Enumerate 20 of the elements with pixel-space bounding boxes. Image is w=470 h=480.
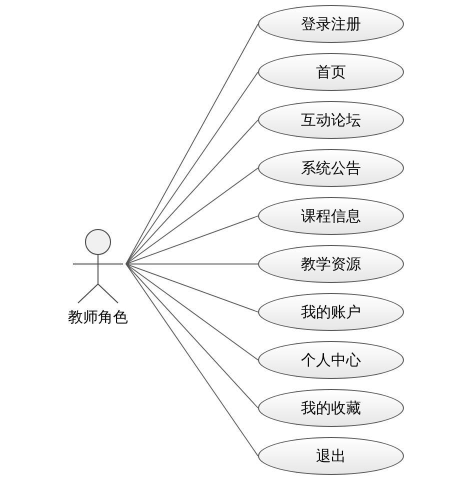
association-line — [126, 264, 258, 456]
use-case-ellipse: 课程信息 — [258, 197, 404, 235]
use-case-ellipse: 退出 — [258, 437, 404, 475]
use-case-ellipse: 教学资源 — [258, 245, 404, 283]
association-line — [126, 120, 258, 264]
use-case-ellipse: 我的收藏 — [258, 389, 404, 427]
actor-label: 教师角色 — [68, 308, 128, 327]
association-line — [126, 216, 258, 264]
association-line — [126, 264, 258, 408]
use-case-ellipse: 我的账户 — [258, 293, 404, 331]
use-case-ellipse: 个人中心 — [258, 341, 404, 379]
association-line — [126, 264, 258, 312]
association-line — [126, 168, 258, 264]
association-line — [126, 72, 258, 264]
use-case-ellipse: 首页 — [258, 53, 404, 91]
use-case-ellipse: 互动论坛 — [258, 101, 404, 139]
association-line — [126, 24, 258, 264]
association-line — [126, 264, 258, 360]
use-case-ellipse: 登录注册 — [258, 5, 404, 43]
use-case-ellipse: 系统公告 — [258, 149, 404, 187]
